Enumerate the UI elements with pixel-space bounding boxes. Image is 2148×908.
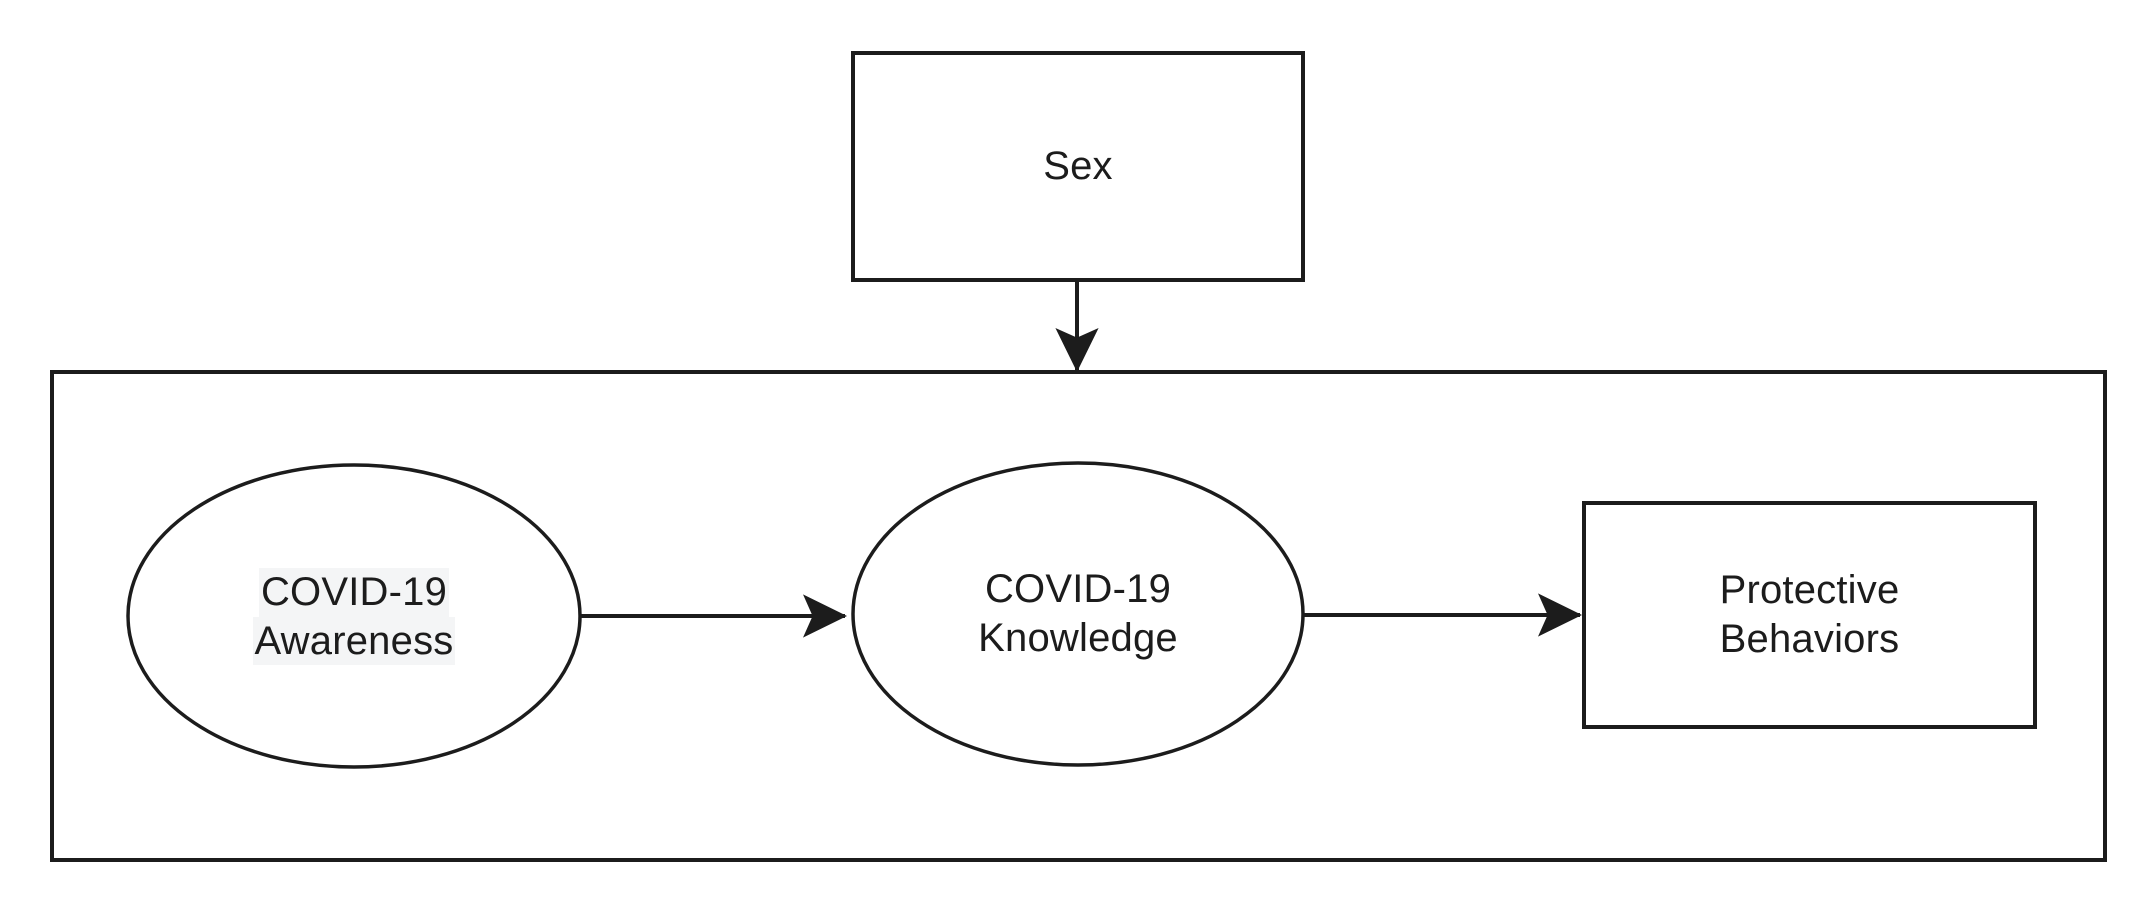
node-covid-awareness-shape[interactable] [126, 463, 582, 769]
node-sex-shape[interactable] [851, 51, 1305, 282]
node-covid-knowledge-shape[interactable] [851, 461, 1305, 767]
node-protective-behaviors-shape[interactable] [1582, 501, 2037, 729]
